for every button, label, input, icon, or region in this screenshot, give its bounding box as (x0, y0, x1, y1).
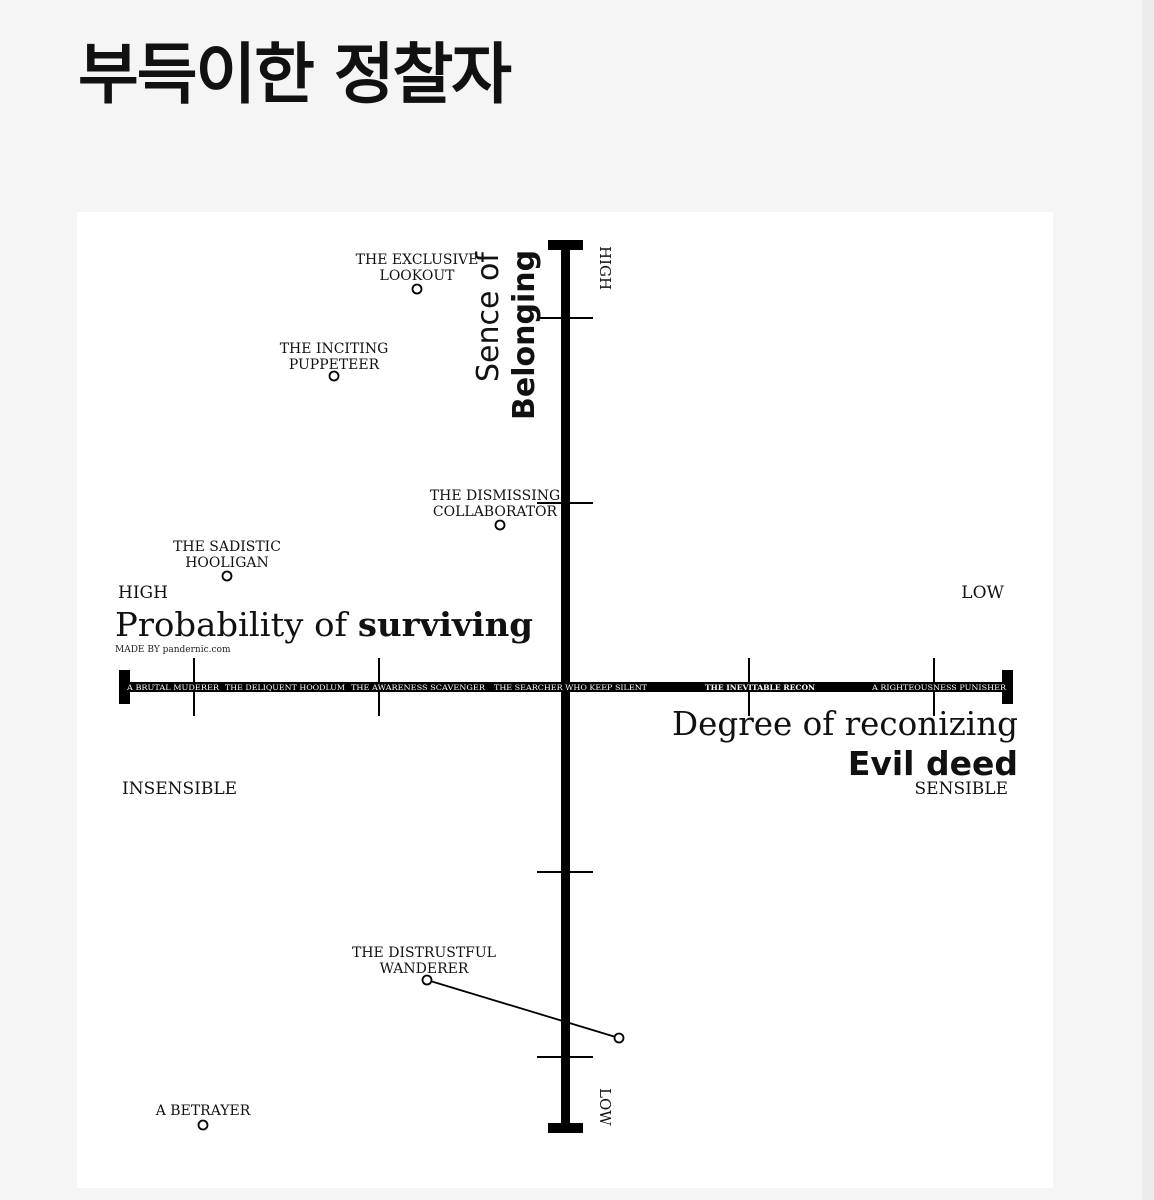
quadrant-diagram: HIGH LOW Sence of Belonging A BRUTAL MUD… (115, 240, 1018, 1133)
vertical-axis-title-line1: Sence of (471, 251, 506, 382)
credit-text: MADE BY pandernic.com (115, 645, 231, 655)
horizontal-axis-cap-left (119, 670, 130, 704)
axis-bar-label: THE AWARENESS SCAVENGER (351, 683, 485, 692)
horizontal-axis-title-right-line1: Degree of reconizing (672, 704, 1018, 743)
diagram-card: HIGH LOW Sence of Belonging A BRUTAL MUD… (77, 212, 1053, 1188)
sensible-label: SENSIBLE (915, 779, 1008, 799)
insensible-label: INSENSIBLE (122, 779, 237, 799)
axis-bar-label: THE INEVITABLE RECON (705, 683, 815, 692)
point-label-line1: THE EXCLUSIVE (356, 252, 479, 268)
point-dismissing-collaborator: THE DISMISSING COLLABORATOR (430, 488, 560, 531)
point-marker (421, 974, 433, 986)
point-marker (221, 570, 233, 582)
point-marker (328, 370, 340, 382)
point-label-line1: THE INCITING (280, 341, 389, 357)
axis-bar-label: A BRUTAL MUDERER (126, 683, 219, 692)
vertical-axis-cap-bottom (548, 1123, 583, 1133)
point-betrayer: A BETRAYER (155, 1103, 251, 1131)
horizontal-axis-title-left: Probability of surviving (115, 605, 533, 644)
horizontal-axis-title-right-line2: Evil deed (848, 744, 1018, 783)
point-label-line2: COLLABORATOR (433, 504, 558, 520)
point-distrustful-wanderer: THE DISTRUSTFUL WANDERER (352, 945, 625, 1044)
point-marker (197, 1119, 209, 1131)
page-edge (1142, 0, 1154, 1200)
point-label-line2: HOOLIGAN (185, 555, 269, 571)
point-label-line1: A BETRAYER (155, 1103, 251, 1119)
point-marker (494, 519, 506, 531)
point-marker (411, 283, 423, 295)
point-label-line2: PUPPETEER (289, 357, 380, 373)
point-sadistic-hooligan: THE SADISTIC HOOLIGAN (173, 539, 281, 582)
vertical-axis-cap-top (548, 240, 583, 250)
vertical-low-label: LOW (596, 1088, 614, 1126)
point-connector-line (426, 979, 620, 1039)
horizontal-high-label: HIGH (118, 583, 168, 603)
horizontal-low-label: LOW (961, 583, 1004, 603)
axis-bar-label: THE SEARCHER WHO KEEP SILENT (494, 683, 647, 692)
point-label-line2: WANDERER (380, 961, 469, 977)
horizontal-axis: A BRUTAL MUDERER THE DELIQUENT HOODLUM T… (115, 583, 1018, 799)
point-marker (613, 1032, 625, 1044)
axis-bar-label: THE DELIQUENT HOODLUM (225, 683, 345, 692)
point-label-line2: LOOKOUT (380, 268, 456, 284)
horizontal-axis-bar (121, 682, 1011, 692)
horizontal-axis-cap-right (1002, 670, 1013, 704)
point-label-line1: THE DISMISSING (430, 488, 560, 504)
point-exclusive-lookout: THE EXCLUSIVE LOOKOUT (356, 252, 479, 295)
point-inciting-puppeteer: THE INCITING PUPPETEER (280, 341, 389, 382)
vertical-high-label: HIGH (596, 246, 614, 290)
point-label-line1: THE SADISTIC (173, 539, 281, 555)
vertical-axis-title-line2: Belonging (507, 250, 542, 420)
page-title: 부득이한 정찰자 (78, 36, 512, 113)
axis-bar-label: A RIGHTEOUSNESS PUNISHER (871, 683, 1006, 692)
point-label-line1: THE DISTRUSTFUL (352, 945, 496, 961)
